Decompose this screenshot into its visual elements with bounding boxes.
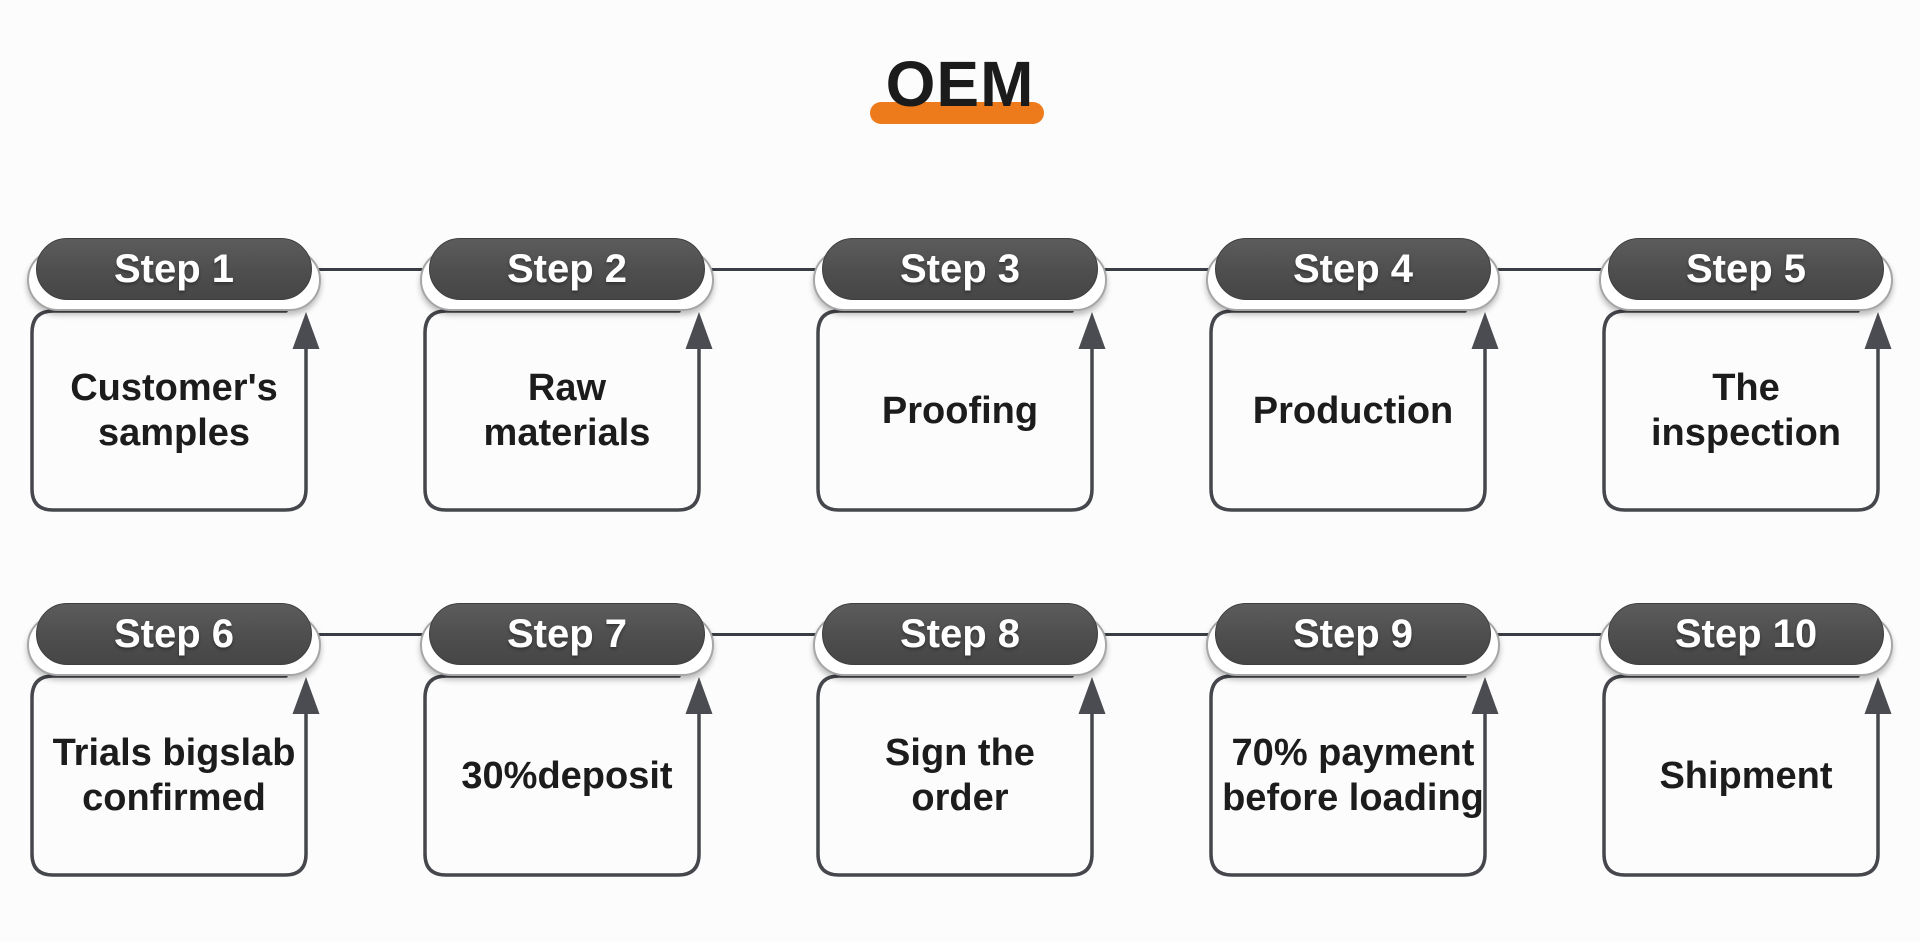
step-description: 70% payment before loading	[1222, 732, 1484, 819]
step-pill: Step 3	[813, 238, 1107, 311]
title-text: OEM	[885, 48, 1035, 120]
step-pill: Step 2	[420, 238, 714, 311]
pill-text: Step 5	[1685, 246, 1807, 291]
step-pill: Step 9	[1206, 603, 1500, 676]
box-border-and-arrow-icon	[1602, 309, 1892, 512]
pill-label: Step 4	[1215, 238, 1491, 300]
pill-label: Step 9	[1215, 603, 1491, 665]
step-description: Customer's samples	[70, 367, 278, 454]
step-box: The inspection	[1600, 308, 1892, 514]
step-box: Proofing	[814, 308, 1106, 514]
step-connector-line	[308, 268, 433, 271]
pill-label: Step 7	[429, 603, 705, 665]
step-description: Sign the order	[885, 732, 1035, 819]
box-border-and-arrow-icon	[1602, 674, 1892, 877]
box-border-and-arrow-icon	[30, 309, 320, 512]
box-border-and-arrow-icon	[423, 309, 713, 512]
step-box: Raw materials	[421, 308, 713, 514]
step-card: Step 3 Proofing	[813, 238, 1107, 514]
pill-text: Step 3	[899, 246, 1021, 291]
step-card: Step 8 Sign the order	[813, 603, 1107, 879]
step-box: 30%deposit	[421, 673, 713, 879]
step-box: Customer's samples	[28, 308, 320, 514]
box-border-and-arrow-icon	[30, 674, 320, 877]
step-pill: Step 1	[27, 238, 321, 311]
step-connector-line	[1487, 268, 1612, 271]
step-connector-line	[701, 633, 826, 636]
step-connector-line	[1487, 633, 1612, 636]
pill-text: Step 8	[899, 611, 1021, 656]
pill-label: Step 5	[1608, 238, 1884, 300]
pill-label: Step 6	[36, 603, 312, 665]
step-pill: Step 7	[420, 603, 714, 676]
title-underline-bar	[869, 102, 1045, 124]
step-card: Step 1 Customer's samples	[27, 238, 321, 514]
step-box: Production	[1207, 308, 1499, 514]
pill-text: Step 2	[506, 246, 628, 291]
step-description: Proofing	[881, 389, 1039, 432]
step-description: Shipment	[1659, 754, 1833, 797]
step-description: Production	[1252, 389, 1454, 432]
pill-label: Step 3	[822, 238, 1098, 300]
box-border-and-arrow-icon	[816, 309, 1106, 512]
step-connector-line	[1094, 268, 1219, 271]
pill-text: Step 7	[506, 611, 628, 656]
step-connector-line	[1094, 633, 1219, 636]
step-card: Step 4 Production	[1206, 238, 1500, 514]
box-border-and-arrow-icon	[423, 674, 713, 877]
box-border-and-arrow-icon	[1209, 309, 1499, 512]
steps-row-2: Step 6 Trials bigslab confirmed Step 7 3…	[0, 603, 1920, 879]
pill-text: Step 10	[1674, 611, 1818, 656]
step-box: Shipment	[1600, 673, 1892, 879]
pill-label: Step 10	[1608, 603, 1884, 665]
step-card: Step 10 Shipment	[1599, 603, 1893, 879]
step-box: Trials bigslab confirmed	[28, 673, 320, 879]
step-box: Sign the order	[814, 673, 1106, 879]
step-connector-line	[308, 633, 433, 636]
step-pill: Step 4	[1206, 238, 1500, 311]
step-description: The inspection	[1650, 367, 1842, 454]
step-pill: Step 10	[1599, 603, 1893, 676]
step-connector-line	[701, 268, 826, 271]
pill-label: Step 2	[429, 238, 705, 300]
step-card: Step 5 The inspection	[1599, 238, 1893, 514]
step-card: Step 2 Raw materials	[420, 238, 714, 514]
step-card: Step 9 70% payment before loading	[1206, 603, 1500, 879]
step-description: Trials bigslab confirmed	[52, 732, 296, 819]
step-description: 30%deposit	[461, 754, 673, 797]
step-card: Step 7 30%deposit	[420, 603, 714, 879]
box-border-and-arrow-icon	[816, 674, 1106, 877]
step-description: Raw materials	[483, 367, 651, 454]
step-pill: Step 6	[27, 603, 321, 676]
step-box: 70% payment before loading	[1207, 673, 1499, 879]
step-card: Step 6 Trials bigslab confirmed	[27, 603, 321, 879]
page-title: OEM	[0, 52, 1920, 124]
step-pill: Step 8	[813, 603, 1107, 676]
pill-label: Step 8	[822, 603, 1098, 665]
pill-text: Step 6	[113, 611, 235, 656]
pill-text: Step 4	[1292, 246, 1414, 291]
pill-text: Step 9	[1292, 611, 1414, 656]
title-group: OEM	[869, 52, 1045, 124]
step-pill: Step 5	[1599, 238, 1893, 311]
pill-text: Step 1	[113, 246, 235, 291]
box-border-and-arrow-icon	[1209, 674, 1499, 877]
steps-row-1: Step 1 Customer's samples Step 2 Raw mat…	[0, 238, 1920, 514]
pill-label: Step 1	[36, 238, 312, 300]
